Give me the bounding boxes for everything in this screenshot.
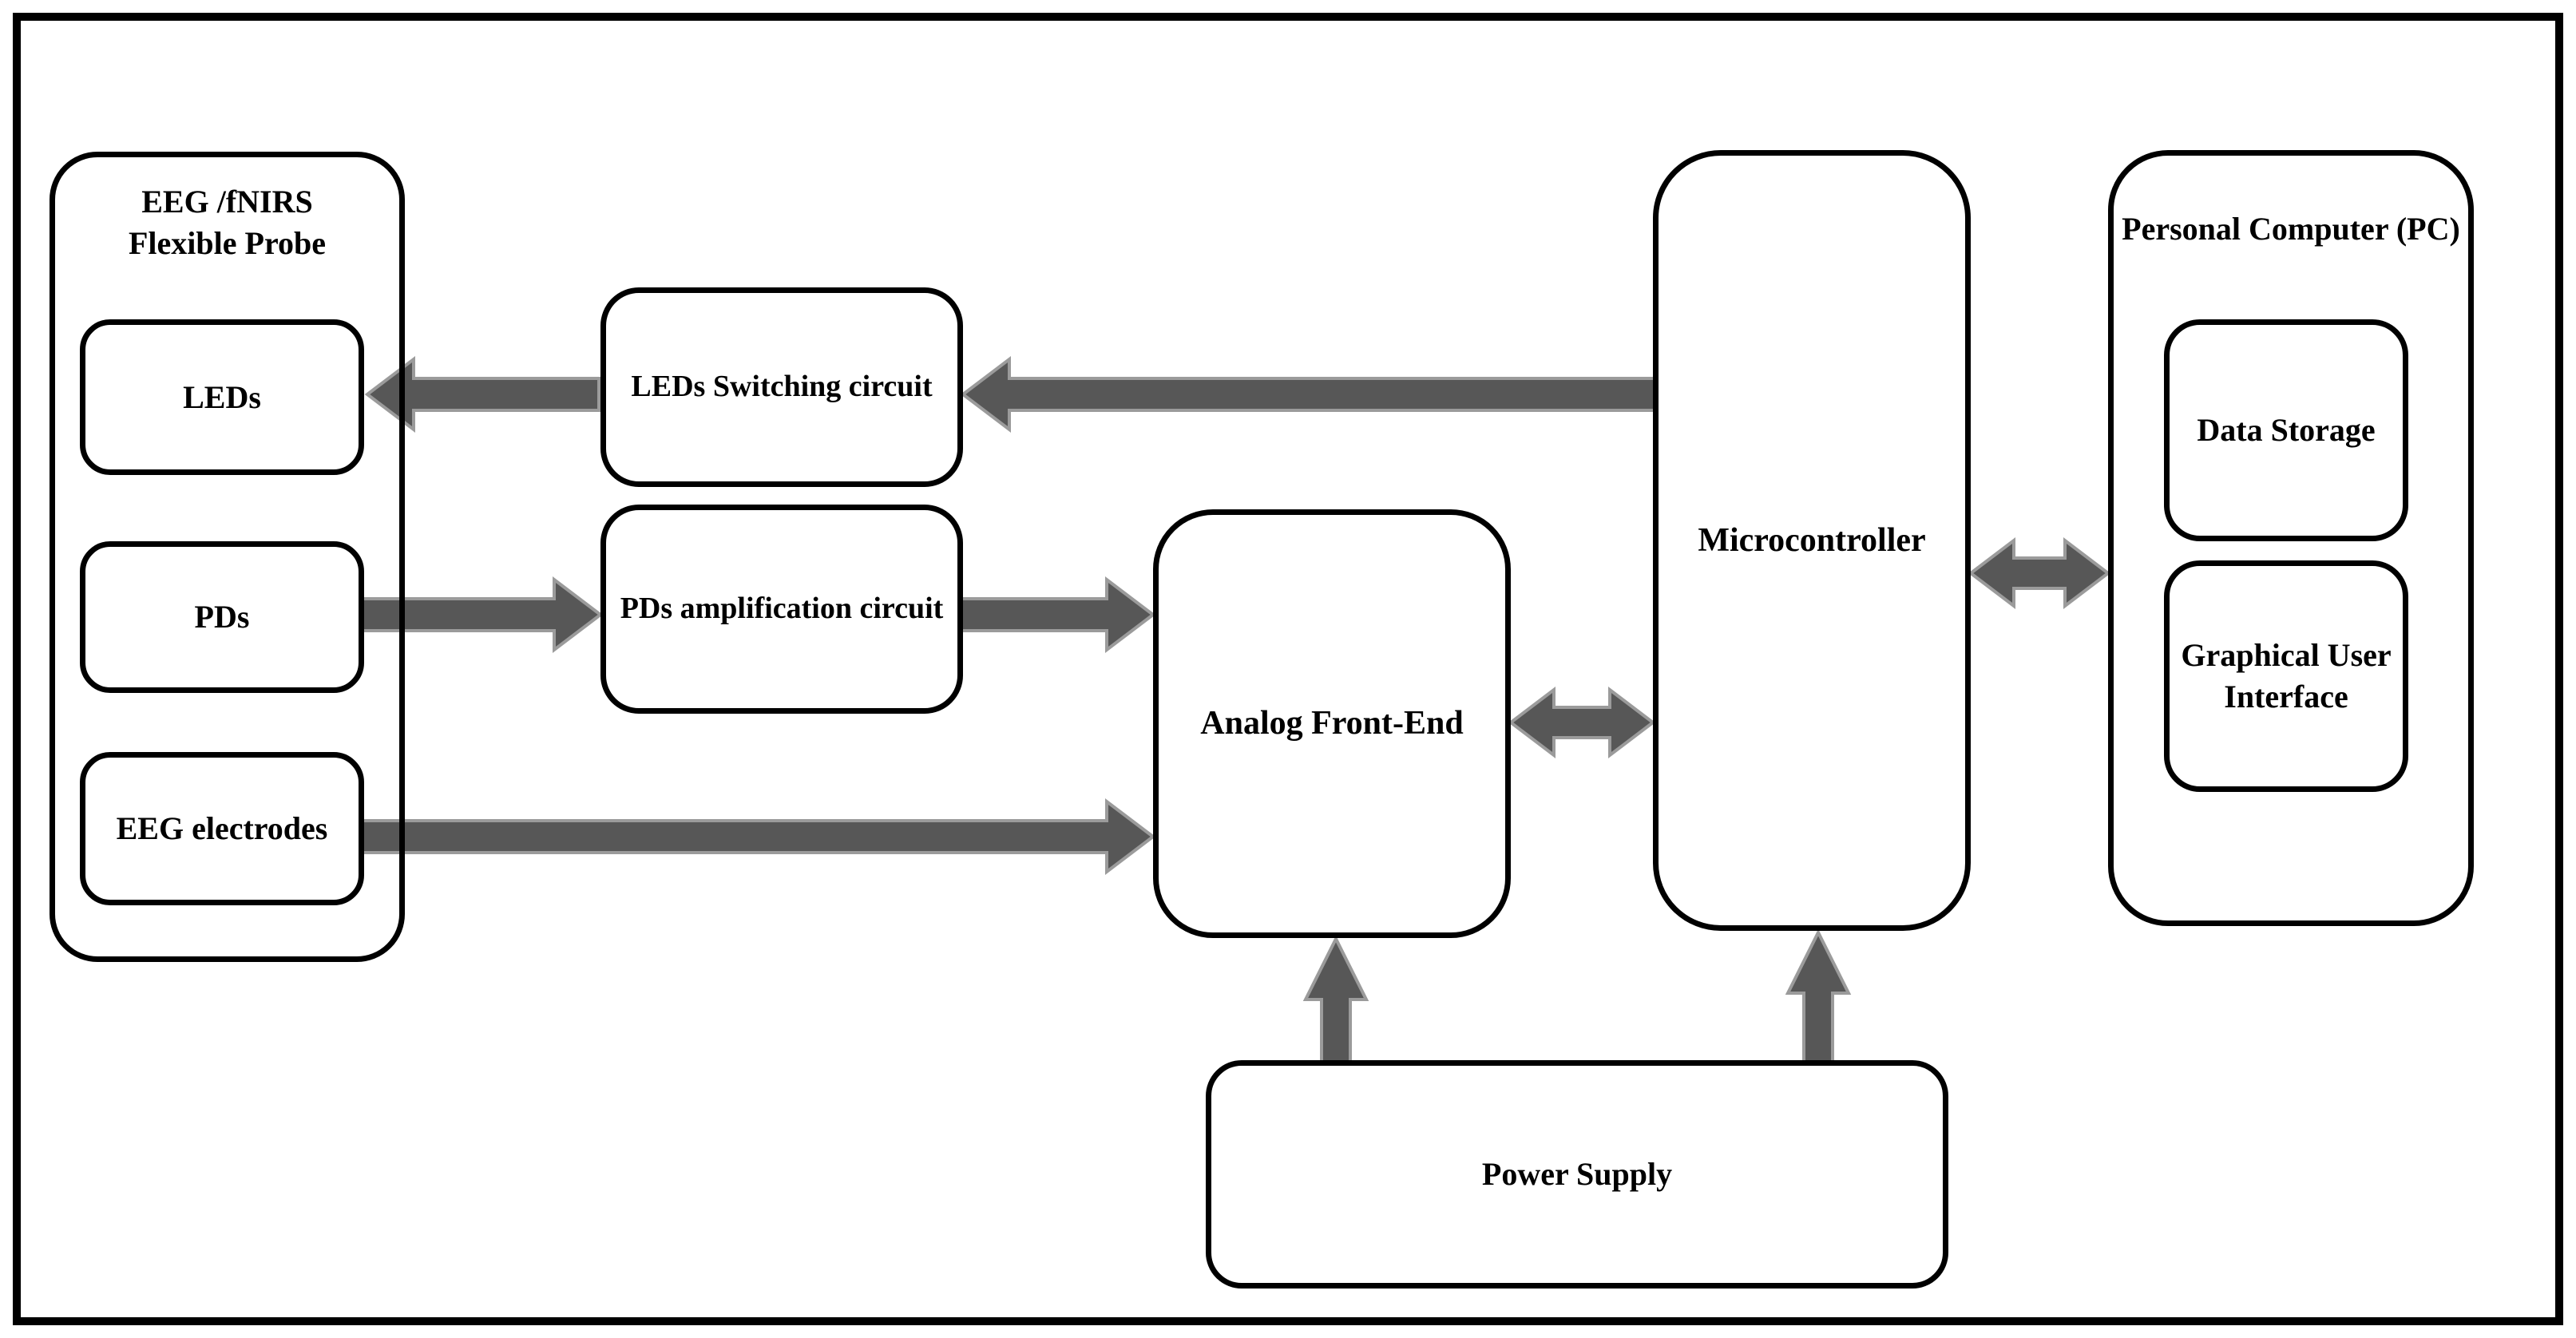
arrow-power-to-microcontroller-icon <box>1785 928 1852 1065</box>
block-power-supply: Power Supply <box>1206 1060 1948 1289</box>
microcontroller-label: Microcontroller <box>1698 521 1926 559</box>
arrow-afe-microcontroller-bidirectional-icon <box>1508 686 1656 759</box>
arrow-led-switching-to-leds-icon <box>364 355 600 433</box>
arrow-power-to-afe-icon <box>1302 935 1369 1065</box>
block-pd-amplification-circuit: PDs amplification circuit <box>600 505 963 714</box>
block-microcontroller: Microcontroller <box>1653 150 1971 931</box>
pd-amplification-label: PDs amplification circuit <box>620 592 944 626</box>
diagram-border <box>13 13 2563 1325</box>
probe-group-label: EEG /fNIRS Flexible Probe <box>129 184 326 261</box>
block-pds: PDs <box>80 541 364 693</box>
leds-label: LEDs <box>183 378 261 415</box>
analog-front-end-label: Analog Front-End <box>1200 705 1464 742</box>
power-supply-label: Power Supply <box>1481 1156 1673 1192</box>
data-storage-label: Data Storage <box>2197 412 2376 448</box>
arrow-eeg-electrodes-to-afe-icon <box>361 798 1156 876</box>
block-leds: LEDs <box>80 319 364 475</box>
block-led-switching-circuit: LEDs Switching circuit <box>600 287 963 487</box>
eeg-electrodes-label: EEG electrodes <box>116 810 328 846</box>
arrow-pd-amplification-to-afe-icon <box>960 576 1156 654</box>
block-graphical-user-interface: Graphical User Interface <box>2164 560 2408 792</box>
pds-label: PDs <box>194 599 250 635</box>
block-data-storage: Data Storage <box>2164 319 2408 541</box>
led-switching-label: LEDs Switching circuit <box>631 370 933 404</box>
block-analog-front-end: Analog Front-End <box>1153 509 1511 938</box>
gui-label: Graphical User Interface <box>2181 637 2392 715</box>
arrow-microcontroller-to-led-switching-icon <box>960 355 1658 433</box>
block-eeg-electrodes: EEG electrodes <box>80 752 364 905</box>
block-pc-group: Personal Computer (PC) <box>2108 150 2474 926</box>
pc-group-label: Personal Computer (PC) <box>2122 211 2460 247</box>
arrow-microcontroller-pc-bidirectional-icon <box>1968 536 2111 610</box>
block-probe-group: EEG /fNIRS Flexible Probe <box>50 152 405 962</box>
